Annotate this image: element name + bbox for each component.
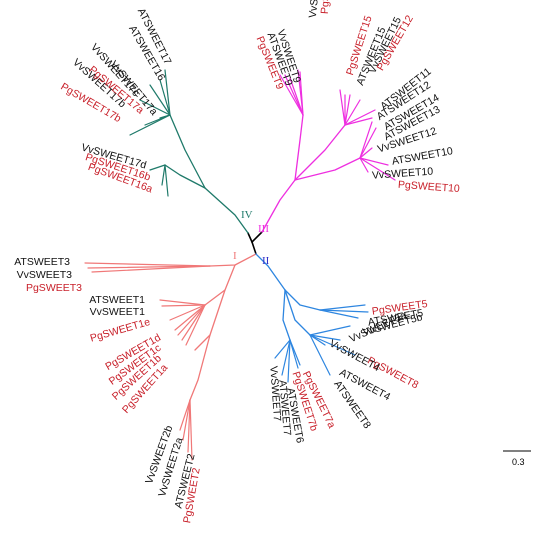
clade-iv-branch <box>204 187 249 234</box>
leaf-branch-atsweet2 <box>187 399 191 453</box>
leaf-branch-vvsweet5b <box>319 309 359 319</box>
leaf-branch-pgsweet12 <box>344 99 361 126</box>
leaf-branch-vvsweet7 <box>274 339 291 359</box>
leaf-branch-pgsweet16a <box>164 164 169 197</box>
clade-iii-branch <box>294 157 361 181</box>
tree-branches <box>84 69 396 461</box>
leaf-branch-pgsweet2 <box>189 399 193 461</box>
leaf-label-vvsweet10: VvSWEET10 <box>372 166 434 182</box>
leaf-branch-vvsweet17b <box>139 99 171 116</box>
clade-i-branch <box>204 264 236 306</box>
leaf-branch-vvsweet9 <box>284 74 304 116</box>
root-branch <box>251 231 263 243</box>
leaf-branch-vvsweet2a <box>182 399 191 441</box>
leaf-label-vvsweet7: VvSWEET7 <box>267 366 283 422</box>
leaf-branch-vvsweet3 <box>87 265 211 269</box>
leaf-branch-pgsweet1b <box>181 304 206 341</box>
tree-leaf-labels: ATSWEET3VvSWEET3PgSWEET3ATSWEET1VvSWEET1… <box>14 0 460 524</box>
clade-i-branch <box>189 334 211 401</box>
leaf-label-pgsweet10: PgSWEET10 <box>398 179 461 195</box>
leaf-branch-pgsweet1c <box>177 304 206 336</box>
leaf-branch-atsweet13 <box>359 127 377 159</box>
leaf-branch-atsweet5 <box>319 309 369 313</box>
leaf-branch-vvsweet15 <box>344 94 351 126</box>
leaf-branch-pgsweet15 <box>339 89 346 126</box>
leaf-branch-pgsweet8 <box>309 334 356 356</box>
leaf-branch-vvsweet4 <box>309 334 326 346</box>
clade-ii-branch <box>284 289 311 336</box>
leaf-label-pgsweet11: PgSWEET11 <box>319 0 335 14</box>
clade-iii-branch <box>294 124 346 181</box>
leaf-branch-pgsweet11 <box>299 71 304 116</box>
leaf-branch-atsweet17 <box>164 69 171 116</box>
leaf-branch-atsweet3 <box>84 262 211 267</box>
clade-label-ii: II <box>262 255 270 267</box>
leaf-branch-atsweet11 <box>344 109 376 126</box>
clade-ii-branch <box>284 289 321 311</box>
leaf-branch-atsweet12 <box>344 117 373 126</box>
leaf-branch-vvsweet1 <box>161 304 206 307</box>
leaf-branch-atsweet1 <box>159 299 206 306</box>
scale-bar-label: 0.3 <box>512 457 525 467</box>
clade-iv-branch <box>164 164 206 189</box>
leaf-label-vvsweet1: VvSWEET1 <box>90 306 146 318</box>
leaf-branch-pgsweet9 <box>289 77 304 116</box>
leaf-branch-vvsweet17c <box>149 84 171 116</box>
leaf-label-vvsweet3: VvSWEET3 <box>17 269 73 281</box>
clade-ii-branch <box>255 253 286 291</box>
leaf-label-atsweet7: ATSWEET7 <box>276 379 293 436</box>
leaf-branch-vvsweet12 <box>359 147 373 159</box>
leaf-branch-pgsweet10 <box>359 157 396 181</box>
leaf-branch-pgsweet1e <box>169 304 206 321</box>
leaf-branch-vvsweet5a <box>309 325 351 336</box>
clade-iv-branch <box>169 114 206 189</box>
clade-iii-branch <box>294 114 304 181</box>
leaf-branch-pgsweet1d <box>174 304 206 331</box>
leaf-branch-vvsweet17d <box>149 164 166 171</box>
clade-label-iii: III <box>258 223 269 235</box>
leaf-branch-atsweet10 <box>359 157 389 166</box>
leaf-label-pgsweet3: PgSWEET3 <box>26 282 82 294</box>
clade-i-branch <box>194 289 226 351</box>
leaf-branch-atsweet16 <box>159 79 171 116</box>
leaf-branch-atsweet6 <box>287 339 291 383</box>
root-branch <box>251 241 257 255</box>
clade-iii-branch <box>261 179 296 233</box>
clade-label-iv: IV <box>241 209 253 221</box>
clade-label-i: I <box>233 250 237 262</box>
root-branch <box>247 232 253 243</box>
leaf-branch-atsweet7 <box>281 339 291 376</box>
clade-ii-branch <box>282 289 291 341</box>
leaf-branch-atsweet14 <box>359 121 373 159</box>
leaf-branch-pgsweet7b <box>289 339 299 369</box>
leaf-branch-vvsweet10 <box>359 157 369 173</box>
leaf-branch-vvsweet2b <box>179 399 191 431</box>
scale-bar: 0.3 <box>503 450 531 467</box>
leaf-branch-atsweet4 <box>309 334 341 341</box>
leaf-branch-atsweet8 <box>309 334 331 376</box>
leaf-branch-atsweet9 <box>279 74 304 116</box>
leaf-label-atsweet3: ATSWEET3 <box>14 256 70 268</box>
leaf-branch-pgsweet17b <box>129 114 171 136</box>
leaf-label-atsweet1: ATSWEET1 <box>89 294 145 306</box>
leaf-branch-pgsweet1a <box>185 304 206 346</box>
leaf-branch-pgsweet3 <box>91 265 211 273</box>
leaf-branch-pgsweet5 <box>319 304 366 311</box>
leaf-branch-pgsweet16b <box>161 164 166 186</box>
